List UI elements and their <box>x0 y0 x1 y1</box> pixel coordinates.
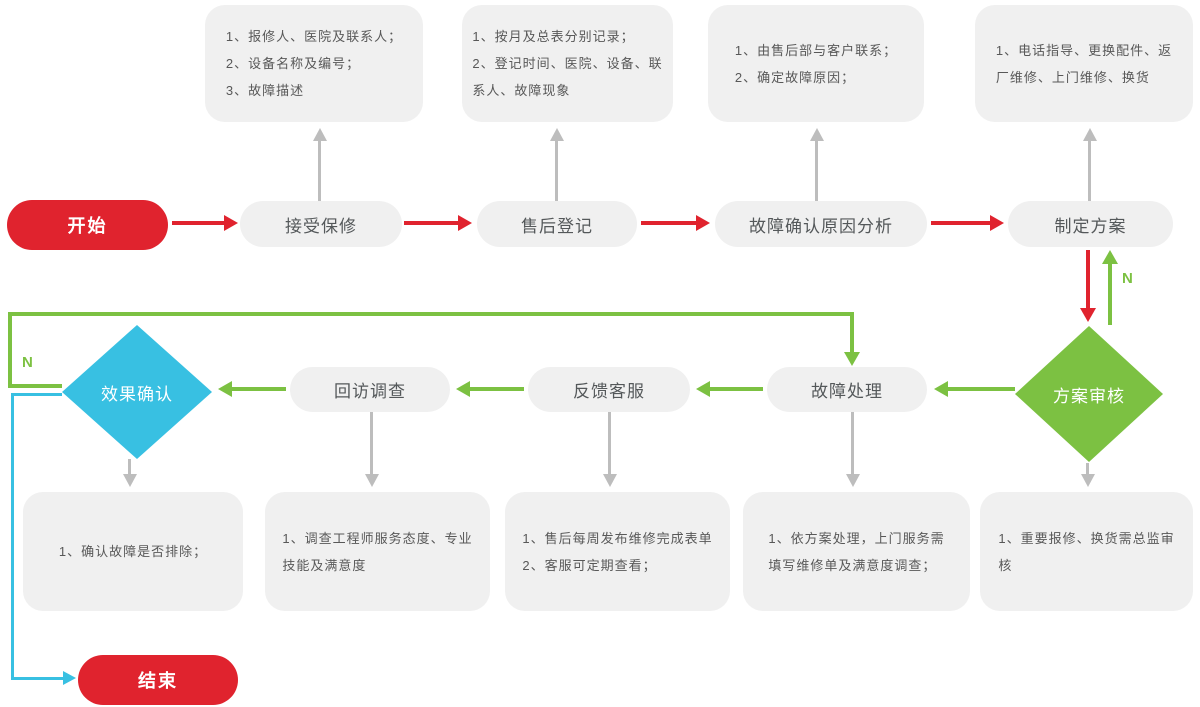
arrowhead-review-plan-n-icon <box>1102 250 1118 264</box>
arrow-review-plan-n <box>1108 264 1112 325</box>
note-after-sales-register: 1、按月及总表分别记录； 2、登记时间、医院、设备、联 系人、故障现象 <box>462 5 673 122</box>
arrowhead-up-confirm-icon <box>810 128 824 141</box>
note-line: 2、客服可定期查看； <box>522 557 657 573</box>
arrowhead-plan-review-icon <box>1080 308 1096 322</box>
label-n-effect: N <box>22 354 33 371</box>
arrow-feedback-visit <box>470 387 524 391</box>
note-line: 1、由售后部与客户联系； <box>734 42 898 58</box>
note-effect-confirm: 1、确认故障是否排除； <box>23 492 243 611</box>
loop-effect-n-seg2 <box>8 312 12 388</box>
note-line: 1、确认故障是否排除； <box>58 544 208 559</box>
note-line: 厂维修、上门维修、换货 <box>995 69 1150 85</box>
note-fault-confirm-text: 1、由售后部与客户联系； 2、确定故障原因； <box>735 37 897 91</box>
note-line: 1、按月及总表分别记录； <box>472 29 635 44</box>
node-effect-confirm: 效果确认 <box>62 325 212 459</box>
arrow-review-handle <box>948 387 1015 391</box>
note-line: 1、依方案处理，上门服务需 <box>768 530 945 546</box>
note-make-plan-text: 1、电话指导、更换配件、返 厂维修、上门维修、换货 <box>996 37 1172 91</box>
arrowhead-loop-effect-n-icon <box>844 352 860 366</box>
note-line: 3、故障描述 <box>225 83 305 98</box>
note-fault-handling: 1、依方案处理，上门服务需 填写维修单及满意度调查； <box>743 492 970 611</box>
note-effect-confirm-text: 1、确认故障是否排除； <box>59 538 207 565</box>
loop-effect-n-seg1 <box>8 384 62 388</box>
loop-effect-n-seg3 <box>8 312 854 316</box>
note-line: 1、电话指导、更换配件、返 <box>995 42 1173 58</box>
note-line: 2、登记时间、医院、设备、联 <box>472 56 663 71</box>
connector-handle-note <box>851 412 854 475</box>
note-line: 1、重要报修、换货需总监审 <box>998 530 1175 546</box>
note-accept-warranty: 1、报修人、医院及联系人； 2、设备名称及编号； 3、故障描述 <box>205 5 423 122</box>
note-accept-warranty-text: 1、报修人、医院及联系人； 2、设备名称及编号； 3、故障描述 <box>226 23 402 104</box>
note-fault-handling-text: 1、依方案处理，上门服务需 填写维修单及满意度调查； <box>768 525 944 579</box>
note-line: 核 <box>998 557 1013 573</box>
node-fault-handling: 故障处理 <box>767 367 927 412</box>
node-feedback-service: 反馈客服 <box>528 367 690 412</box>
arrowhead-start-accept-icon <box>224 215 238 231</box>
note-feedback-service-text: 1、售后每周发布维修完成表单 2、客服可定期查看； <box>522 525 712 579</box>
connector-accept-note <box>318 141 321 201</box>
arrowhead-feedback-visit-icon <box>456 381 470 397</box>
arrow-register-confirm <box>641 221 696 225</box>
node-accept-warranty: 接受保修 <box>240 201 402 247</box>
note-after-sales-register-text: 1、按月及总表分别记录； 2、登记时间、医院、设备、联 系人、故障现象 <box>472 23 662 104</box>
arrowhead-up-accept-icon <box>313 128 327 141</box>
label-n-review: N <box>1122 270 1133 287</box>
connector-feedback-note <box>608 412 611 475</box>
arrowhead-visit-effect-icon <box>218 381 232 397</box>
arrowhead-up-plan-icon <box>1083 128 1097 141</box>
node-plan-review: 方案审核 <box>1015 326 1163 462</box>
connector-effect-note <box>128 459 131 475</box>
arrow-confirm-plan <box>931 221 990 225</box>
node-end: 结束 <box>78 655 238 705</box>
arrowhead-down-review-icon <box>1081 474 1095 487</box>
note-make-plan: 1、电话指导、更换配件、返 厂维修、上门维修、换货 <box>975 5 1193 122</box>
arrowhead-down-handle-icon <box>846 474 860 487</box>
arrowhead-handle-feedback-icon <box>696 381 710 397</box>
note-return-visit: 1、调查工程师服务态度、专业 技能及满意度 <box>265 492 490 611</box>
arrowhead-confirm-plan-icon <box>990 215 1004 231</box>
arrowhead-register-confirm-icon <box>696 215 710 231</box>
arrowhead-up-register-icon <box>550 128 564 141</box>
note-fault-confirm: 1、由售后部与客户联系； 2、确定故障原因； <box>708 5 924 122</box>
note-line: 系人、故障现象 <box>472 83 571 98</box>
node-start: 开始 <box>7 200 168 250</box>
connector-register-note <box>555 141 558 201</box>
arrow-visit-effect <box>232 387 286 391</box>
node-return-visit-survey: 回访调查 <box>290 367 450 412</box>
node-after-sales-register: 售后登记 <box>477 201 637 247</box>
note-line: 1、报修人、医院及联系人； <box>225 29 403 44</box>
connector-review-note <box>1086 463 1089 475</box>
arrowhead-accept-register-icon <box>458 215 472 231</box>
path-effect-end-seg3 <box>11 677 64 680</box>
arrow-accept-register <box>404 221 458 225</box>
note-line: 技能及满意度 <box>282 557 367 573</box>
arrowhead-review-handle-icon <box>934 381 948 397</box>
note-line: 1、售后每周发布维修完成表单 <box>522 530 713 546</box>
connector-visit-note <box>370 412 373 475</box>
note-line: 1、调查工程师服务态度、专业 <box>282 530 473 546</box>
note-plan-review-text: 1、重要报修、换货需总监审 核 <box>998 525 1174 579</box>
path-effect-end-seg2 <box>11 393 14 680</box>
arrowhead-down-feedback-icon <box>603 474 617 487</box>
connector-plan-note <box>1088 141 1091 201</box>
loop-effect-n-seg4 <box>850 312 854 353</box>
arrow-plan-review <box>1086 250 1090 308</box>
note-line: 2、确定故障原因； <box>734 69 856 85</box>
path-effect-end-seg1 <box>11 393 62 396</box>
arrowhead-down-visit-icon <box>365 474 379 487</box>
arrow-start-accept <box>172 221 224 225</box>
arrow-handle-feedback <box>710 387 763 391</box>
note-plan-review: 1、重要报修、换货需总监审 核 <box>980 492 1193 611</box>
note-feedback-service: 1、售后每周发布维修完成表单 2、客服可定期查看； <box>505 492 730 611</box>
arrowhead-effect-end-icon <box>63 671 76 685</box>
note-line: 填写维修单及满意度调查； <box>768 557 937 573</box>
note-return-visit-text: 1、调查工程师服务态度、专业 技能及满意度 <box>282 525 472 579</box>
node-fault-confirm-analysis: 故障确认原因分析 <box>715 201 927 247</box>
node-make-plan: 制定方案 <box>1008 201 1173 247</box>
connector-confirm-note <box>815 141 818 201</box>
note-line: 2、设备名称及编号； <box>225 56 361 71</box>
arrowhead-down-effect-icon <box>123 474 137 487</box>
